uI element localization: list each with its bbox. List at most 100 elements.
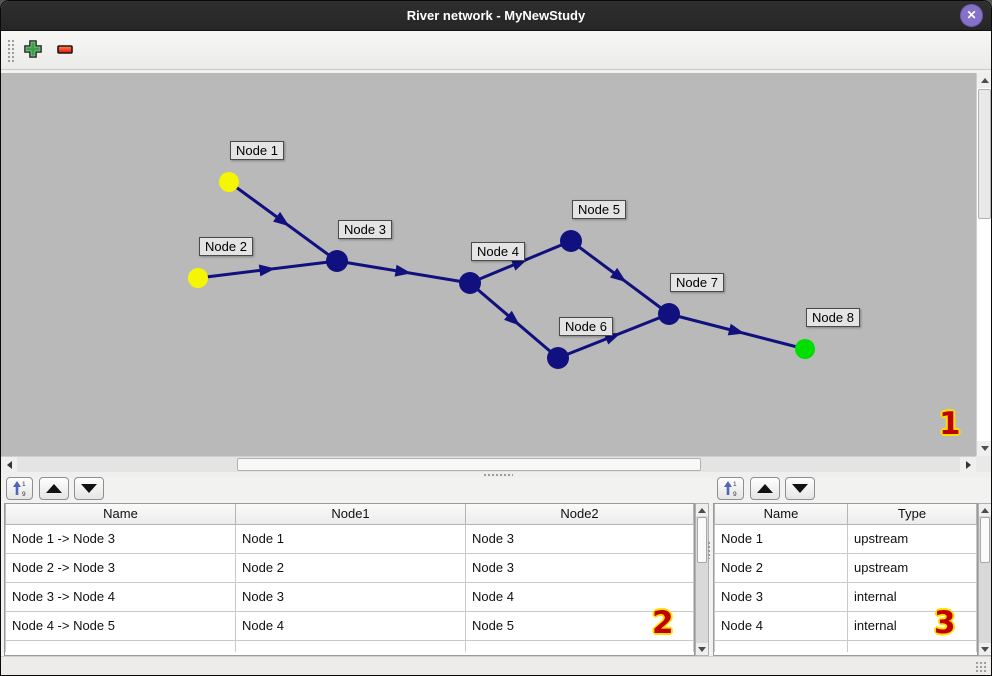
node-label[interactable]: Node 7	[670, 273, 724, 292]
node-label[interactable]: Node 1	[230, 141, 284, 160]
down-triangle-icon	[792, 484, 808, 493]
minus-icon	[57, 45, 73, 54]
scroll-right-button[interactable]	[960, 457, 976, 472]
scroll-down-button[interactable]	[977, 441, 991, 456]
flow-arrow-icon	[504, 310, 521, 326]
scroll-left-button[interactable]	[1, 457, 17, 472]
horizontal-splitter[interactable]	[1, 472, 991, 478]
table-cell: Node 1 -> Node 3	[5, 523, 236, 554]
resize-grip-icon[interactable]	[975, 661, 987, 672]
river-node[interactable]	[658, 303, 680, 325]
table-cell: Node 1	[235, 523, 466, 554]
vertical-scroll-thumb[interactable]	[697, 517, 707, 563]
network-canvas[interactable]: Node 1 Node 2 Node 3 Node 4 Node 5 Node 6 Node…	[1, 73, 976, 456]
vertical-splitter[interactable]	[707, 541, 712, 559]
arrow-down-icon	[981, 646, 989, 652]
table-cell: Node 3	[714, 581, 848, 612]
table-row	[714, 639, 977, 652]
flow-arrow-icon	[510, 258, 528, 271]
scrollbar-corner	[976, 456, 991, 472]
sort-nodes-button[interactable]: 1 9	[717, 477, 744, 500]
remove-node-button[interactable]	[53, 38, 77, 62]
river-node[interactable]	[219, 172, 239, 192]
flow-arrow-icon	[258, 264, 276, 277]
annotation-number: 3	[934, 605, 956, 641]
table-cell: Node 4	[235, 610, 466, 641]
table-cell: internal	[847, 610, 977, 641]
sort-ascending-icon: 1 9	[723, 481, 737, 497]
arrow-down-icon	[698, 646, 706, 652]
column-header[interactable]: Node2	[465, 504, 694, 525]
table-cell	[847, 639, 977, 652]
arrow-down-icon	[980, 446, 989, 451]
sort-links-button[interactable]: 1 9	[6, 477, 33, 500]
table-cell: upstream	[847, 523, 977, 554]
table-cell	[714, 639, 848, 652]
scroll-up-button[interactable]	[977, 73, 991, 88]
table-cell: Node 2	[235, 552, 466, 583]
river-node[interactable]	[547, 347, 569, 369]
scroll-down-button[interactable]	[979, 643, 991, 655]
table-cell: Node 3	[465, 552, 694, 583]
vertical-scroll-thumb[interactable]	[980, 517, 990, 563]
close-button[interactable]: ✕	[960, 4, 983, 27]
river-node[interactable]	[560, 230, 582, 252]
river-node[interactable]	[795, 339, 815, 359]
vertical-scroll-thumb[interactable]	[978, 89, 991, 219]
annotation-number: 1	[939, 406, 961, 442]
node-label[interactable]: Node 8	[806, 308, 860, 327]
node-label[interactable]: Node 2	[199, 237, 253, 256]
table-row	[5, 639, 694, 652]
river-node[interactable]	[459, 272, 481, 294]
scroll-up-button[interactable]	[979, 504, 991, 516]
column-header[interactable]: Node1	[235, 504, 466, 525]
up-triangle-icon	[46, 484, 62, 493]
table-cell: Node 5	[465, 610, 694, 641]
titlebar[interactable]: River network - MyNewStudy ✕	[1, 1, 991, 31]
node-label[interactable]: Node 4	[471, 242, 525, 261]
column-header[interactable]: Name	[5, 504, 236, 525]
add-node-button[interactable]	[21, 38, 45, 62]
move-node-down-button[interactable]	[785, 477, 815, 500]
river-node[interactable]	[326, 250, 348, 272]
move-node-up-button[interactable]	[750, 477, 780, 500]
node-label[interactable]: Node 5	[572, 200, 626, 219]
node-label[interactable]: Node 3	[338, 220, 392, 239]
table-cell: Node 4	[465, 581, 694, 612]
table-cell	[5, 639, 236, 652]
nodes-table-scrollbar[interactable]	[978, 503, 991, 656]
scroll-up-button[interactable]	[696, 504, 708, 516]
node-label[interactable]: Node 6	[559, 317, 613, 336]
column-header[interactable]: Name	[714, 504, 848, 525]
toolbar-drag-handle[interactable]	[7, 39, 14, 63]
table-cell: Node 2 -> Node 3	[5, 552, 236, 583]
scroll-down-button[interactable]	[696, 643, 708, 655]
column-header[interactable]: Type	[847, 504, 977, 525]
table-cell: Node 4	[714, 610, 848, 641]
table-cell: Node 2	[714, 552, 848, 583]
main-toolbar	[1, 31, 991, 70]
window-title: River network - MyNewStudy	[406, 8, 586, 23]
down-triangle-icon	[81, 484, 97, 493]
river-node[interactable]	[188, 268, 208, 288]
plus-icon	[24, 40, 42, 58]
canvas-horizontal-scrollbar[interactable]	[1, 456, 976, 472]
links-table-scrollbar[interactable]	[695, 503, 709, 656]
move-link-down-button[interactable]	[74, 477, 104, 500]
table-cell	[235, 639, 466, 652]
move-link-up-button[interactable]	[39, 477, 69, 500]
status-bar	[1, 656, 991, 675]
flow-arrow-icon	[727, 323, 745, 336]
canvas-vertical-scrollbar[interactable]	[976, 73, 991, 456]
horizontal-scroll-thumb[interactable]	[237, 458, 701, 471]
